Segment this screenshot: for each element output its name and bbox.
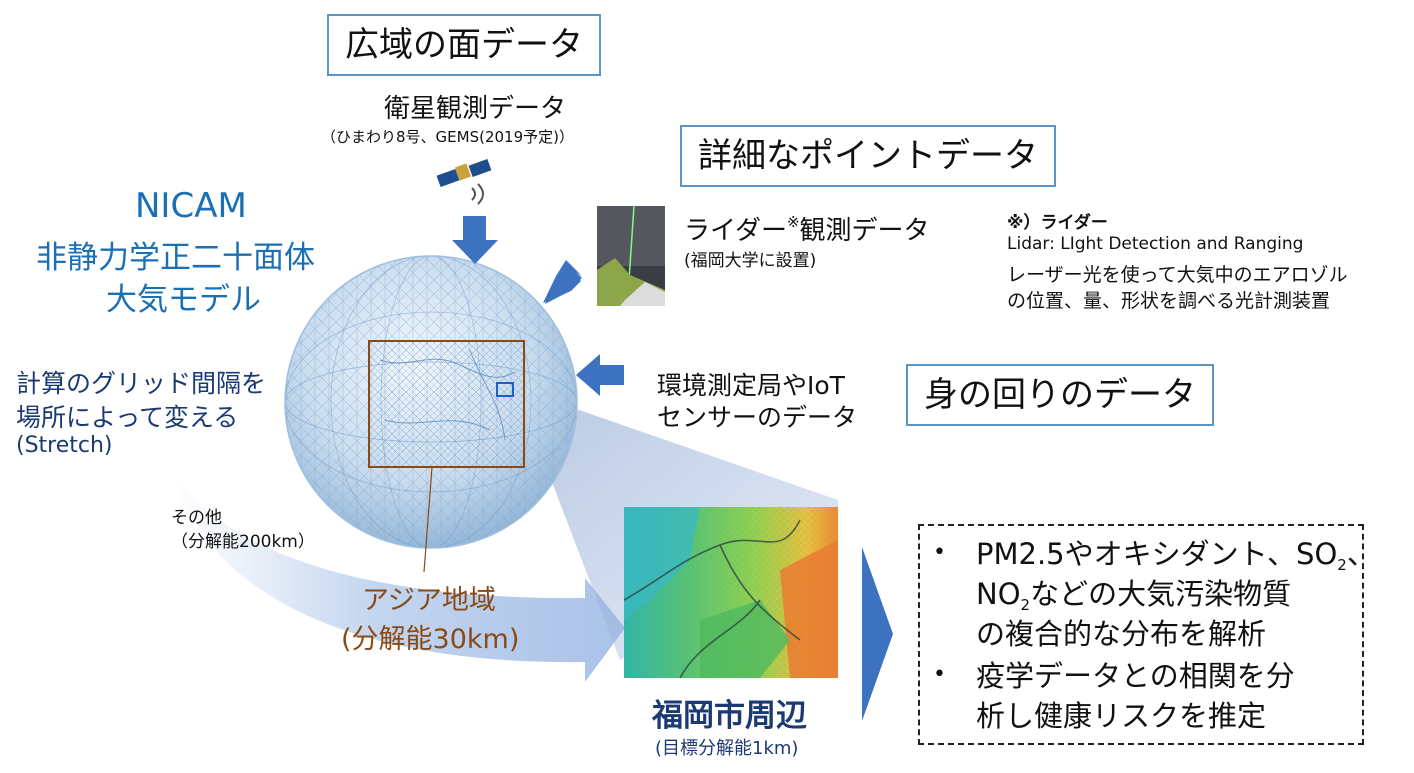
nicam-line2: 非静力学正二十面体 xyxy=(36,240,315,276)
signal-wave-icon xyxy=(471,183,484,205)
result-arrow xyxy=(862,547,893,721)
stretch-arrow xyxy=(170,470,625,682)
bullet1-line1: PM2.5やオキシダント、SO2、 xyxy=(976,535,1376,578)
asia-leader-line xyxy=(423,466,433,573)
lidar-note-line4: の位置、量、形状を調べる光計測装置 xyxy=(1007,290,1331,312)
lidar-subtitle: (福岡大学に設置) xyxy=(684,251,817,271)
nicam-line3: 大気モデル xyxy=(106,282,261,318)
bullet1-l2-subscript: 2 xyxy=(1020,596,1031,614)
bullet1-text-b: 、 xyxy=(1346,537,1376,571)
fukuoka-region-box xyxy=(496,382,514,397)
satellite-subtitle: （ひまわり8号、GEMS(2019予定)） xyxy=(321,128,574,146)
asia-region-box xyxy=(368,340,525,468)
other-line1: その他 xyxy=(171,508,222,528)
asia-line1: アジア地域 xyxy=(362,585,496,616)
findings-box xyxy=(918,524,1364,745)
bullet1-text-a: PM2.5やオキシダント、SO xyxy=(976,537,1338,571)
lidar-note-title: ※）ライダー xyxy=(1007,213,1108,233)
bullet1-line2: NO2などの大気汚染物質 xyxy=(976,575,1291,618)
bullet2-line1: 疫学データとの相関を分 xyxy=(976,659,1295,693)
bullet-dot-1: • xyxy=(933,540,946,565)
fukuoka-subtitle: (目標分解能1km) xyxy=(655,738,799,759)
grid-note-line1: 計算のグリッド間隔を xyxy=(16,369,267,398)
other-line2: （分解能200km） xyxy=(171,532,315,552)
bullet1-subscript: 2 xyxy=(1337,556,1347,574)
satellite-title: 衛星観測データ xyxy=(384,94,567,124)
arrow-group xyxy=(452,216,893,721)
lidar-note-line3: レーザー光を使って大気中のエアロゾル xyxy=(1007,264,1348,286)
satellite-arrow xyxy=(452,216,498,264)
bullet2-line2: 析し健康リスクを推定 xyxy=(976,699,1267,733)
lidar-note-line2: Lidar: LIght Detection and Ranging xyxy=(1007,234,1304,254)
lidar-title-pre: ライダー xyxy=(684,216,787,246)
station-line1: 環境測定局やIoT xyxy=(657,371,845,400)
nicam-title: NICAM xyxy=(135,186,247,226)
lidar-photo xyxy=(597,205,665,306)
bullet-dot-2: • xyxy=(933,662,946,687)
grid-note-line3: (Stretch) xyxy=(16,433,113,458)
lidar-title: ライダー※観測データ xyxy=(684,210,930,247)
globe-image xyxy=(284,255,578,549)
satellite-icon xyxy=(436,158,492,188)
header-detailed-point: 詳細なポイントデータ xyxy=(680,125,1056,187)
lidar-note-mark: ※ xyxy=(786,213,800,231)
header-wide-area: 広域の面データ xyxy=(327,14,601,76)
bullet1-l2-text-a: NO xyxy=(976,577,1021,611)
asia-line2: (分解能30km) xyxy=(341,624,520,655)
bullet1-line3: の複合的な分布を解析 xyxy=(976,617,1267,651)
fukuoka-map-image xyxy=(623,507,838,679)
header-surroundings: 身の回りのデータ xyxy=(906,364,1214,426)
station-line2: センサーのデータ xyxy=(657,403,858,432)
grid-note-line2: 場所によって変える xyxy=(16,403,239,432)
fukuoka-title: 福岡市周辺 xyxy=(652,698,807,734)
station-arrow xyxy=(576,354,624,396)
bullet1-l2-text-b: などの大気汚染物質 xyxy=(1030,577,1292,611)
lidar-title-post: 観測データ xyxy=(799,216,930,246)
